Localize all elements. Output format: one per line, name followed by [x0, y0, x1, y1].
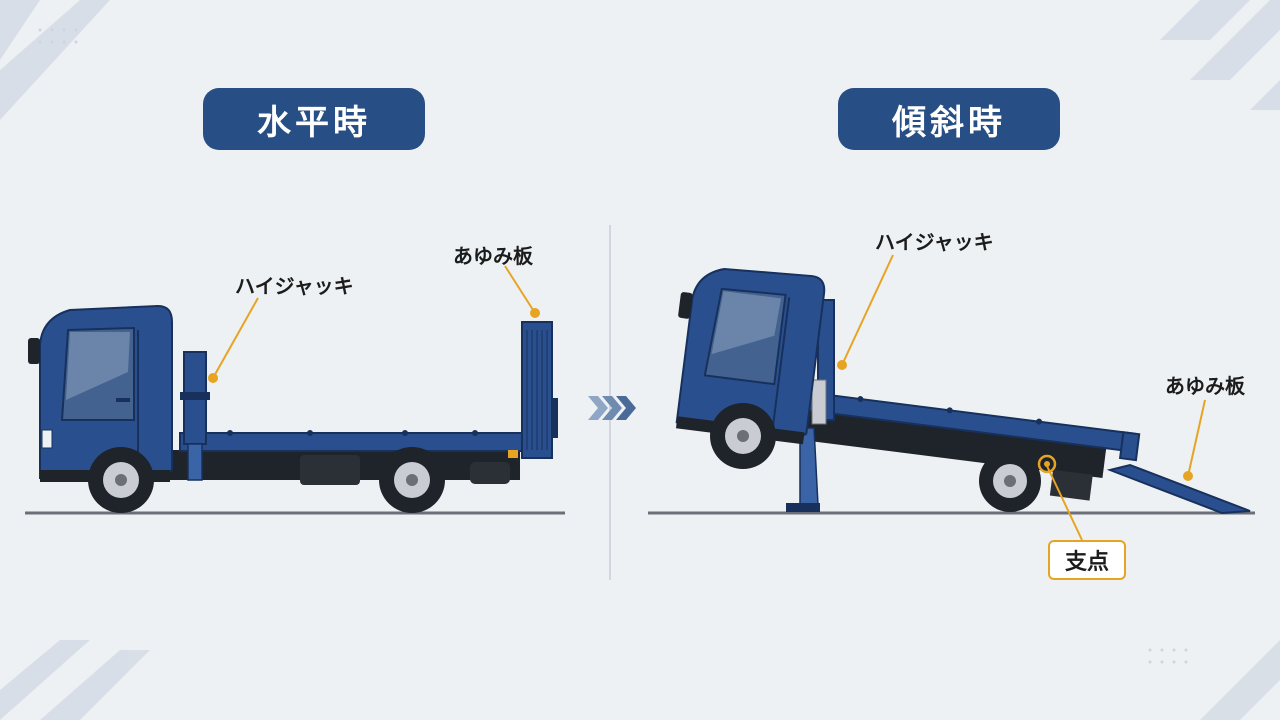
flat-deck — [179, 432, 531, 452]
jack-callout-dot — [208, 373, 218, 383]
ramp-callout-line — [504, 265, 536, 314]
front-wheel-lifted — [710, 403, 776, 469]
left-panel-title: 水平時 — [203, 88, 425, 150]
right-jack-label: ハイジャッキ — [875, 230, 994, 254]
front-wheel — [88, 447, 154, 513]
truck-tilted — [648, 254, 1255, 541]
ramp-lowered — [1106, 463, 1251, 515]
ramp-callout-line-right — [1187, 399, 1206, 477]
right-ramp-label: あゆみ板 — [1165, 374, 1245, 398]
jack-callout-line-right — [841, 254, 894, 366]
right-panel-title: 傾斜時 — [838, 88, 1060, 150]
fulcrum-marker — [1037, 454, 1057, 474]
rear-wheel — [379, 447, 445, 513]
fulcrum-label: 支点 — [1048, 540, 1126, 580]
rear-wheel-tilted — [979, 450, 1041, 512]
ramp-callout-dot-right — [1183, 471, 1193, 481]
left-jack-label: ハイジャッキ — [235, 274, 354, 298]
high-jack-extended — [786, 299, 835, 512]
jack-callout-dot-right — [837, 360, 847, 370]
jack-callout-line — [212, 297, 259, 379]
left-ramp-label: あゆみ板 — [453, 244, 533, 268]
transition-arrow-icon — [588, 396, 636, 420]
ramp-upright — [508, 321, 558, 459]
ramp-callout-dot — [530, 308, 540, 318]
high-jack-retracted — [180, 351, 210, 481]
truck-horizontal — [25, 265, 565, 515]
fulcrum-callout-line — [1046, 465, 1083, 541]
truck-cab — [28, 304, 173, 482]
